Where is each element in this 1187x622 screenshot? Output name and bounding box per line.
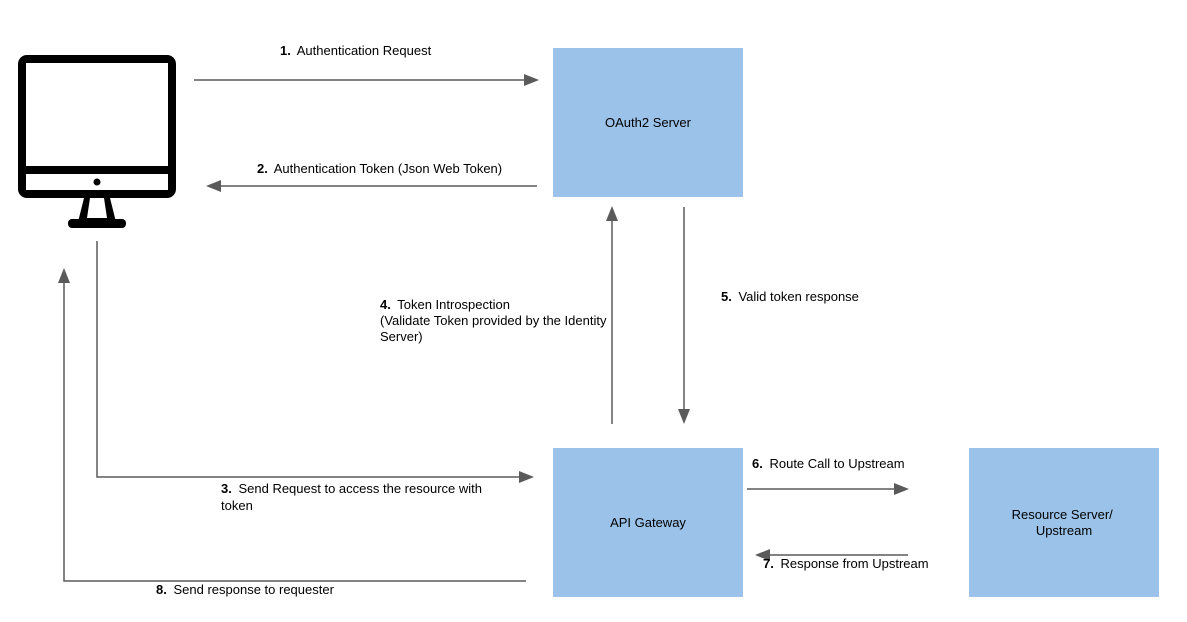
edge-label-step6: 6. Route Call to Upstream [752,456,905,471]
edge-send-request: 3. Send Request to access the resource w… [96,241,534,513]
edge-valid-token-response: 5. Valid token response [678,207,859,424]
edge-label-step2: 2. Authentication Token (Json Web Token) [257,161,502,176]
oauth2-server-label: OAuth2 Server [605,115,692,130]
api-gateway-label: API Gateway [610,515,686,530]
edge-label-step1: 1. Authentication Request [280,43,432,58]
edge-token-introspection: 4. Token Introspection (Validate Token p… [380,206,618,424]
edge-authentication-token: 2. Authentication Token (Json Web Token) [206,161,537,192]
edge-label-step8: 8. Send response to requester [156,582,335,597]
edge-route-call-upstream: 6. Route Call to Upstream [747,456,909,495]
edge-label-step3: 3. Send Request to access the resource w… [221,481,486,513]
edge-send-response: 8. Send response to requester [58,268,526,597]
oauth2-server-node: OAuth2 Server [553,48,743,197]
edge-response-from-upstream: 7. Response from Upstream [755,549,929,571]
resource-server-label: Resource Server/ Upstream [1012,507,1117,538]
edge-label-step4: 4. Token Introspection (Validate Token p… [380,297,610,344]
resource-server-node: Resource Server/ Upstream [969,448,1159,597]
computer-monitor-icon [18,55,176,228]
edge-authentication-request: 1. Authentication Request [194,43,539,86]
edge-label-step7: 7. Response from Upstream [763,556,929,571]
edge-label-step5: 5. Valid token response [721,289,859,304]
api-gateway-node: API Gateway [553,448,743,597]
